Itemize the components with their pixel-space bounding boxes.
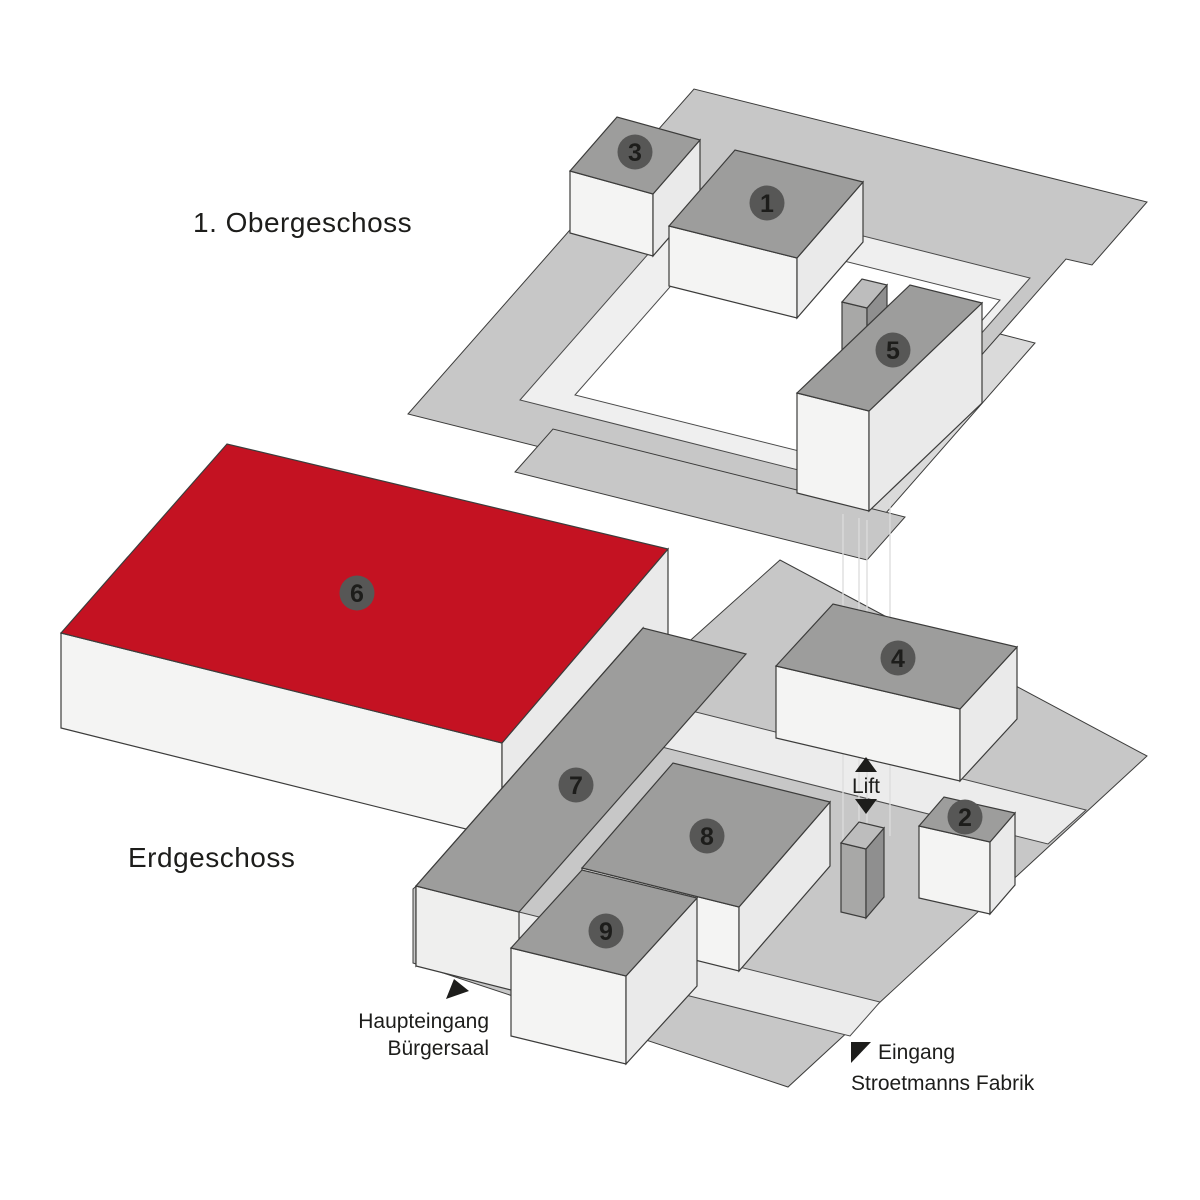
marker-badge-7: 7: [558, 767, 594, 803]
lift-arrow-up-icon: [855, 757, 877, 772]
main-entrance-label-line2: Bürgersaal: [387, 1037, 489, 1060]
marker-circle: [558, 767, 594, 803]
ground-lift-shaft: [839, 821, 886, 920]
lift-label: Lift: [852, 775, 880, 798]
marker-badge-2: 2: [947, 799, 983, 835]
marker-number: 7: [569, 772, 583, 800]
marker-number: 6: [350, 580, 364, 608]
main-entrance-arrow-icon: [446, 979, 469, 999]
marker-circle: [880, 640, 916, 676]
marker-badge-9: 9: [588, 913, 624, 949]
building-5-front: [796, 392, 870, 512]
marker-badge-5: 5: [875, 332, 911, 368]
upper-terrace-apron: [514, 428, 906, 561]
ground-lift-shaft-top: [839, 821, 886, 850]
labels-group: 1. Obergeschoss Erdgeschoss Lift Hauptei…: [128, 207, 1035, 1095]
marker-circle: [875, 332, 911, 368]
main-entrance-label-line1: Haupteingang: [358, 1010, 489, 1033]
fabrik-entrance-arrow-icon: [851, 1042, 871, 1063]
fabrik-entrance-label-line2: Stroetmanns Fabrik: [851, 1072, 1035, 1095]
marker-number: 8: [700, 823, 714, 851]
ground-lift-shaft-front: [840, 842, 867, 919]
marker-badge-4: 4: [880, 640, 916, 676]
marker-number: 4: [891, 645, 905, 673]
marker-badge-3: 3: [617, 134, 653, 170]
marker-badge-8: 8: [689, 818, 725, 854]
marker-number: 2: [958, 804, 972, 832]
marker-circle: [689, 818, 725, 854]
fabrik-entrance-label-line1: Eingang: [878, 1041, 955, 1064]
marker-circle: [749, 185, 785, 221]
upper-floor-label: 1. Obergeschoss: [193, 207, 412, 238]
marker-number: 5: [886, 337, 900, 365]
marker-circle: [588, 913, 624, 949]
marker-number: 9: [599, 918, 613, 946]
marker-badge-1: 1: [749, 185, 785, 221]
marker-number: 1: [760, 190, 774, 218]
marker-circle: [617, 134, 653, 170]
marker-badge-6: 6: [339, 575, 375, 611]
ground-floor-label: Erdgeschoss: [128, 842, 295, 873]
upper-floor-group: [407, 88, 1148, 561]
marker-number: 3: [628, 139, 642, 167]
markers: 1 2 3 4 5 6 7 8 9: [339, 134, 983, 949]
marker-circle: [947, 799, 983, 835]
lift-arrow-down-icon: [855, 799, 877, 814]
marker-circle: [339, 575, 375, 611]
ground-floor-group: [59, 443, 1148, 1088]
upper-lift-shaft-top: [840, 278, 889, 309]
